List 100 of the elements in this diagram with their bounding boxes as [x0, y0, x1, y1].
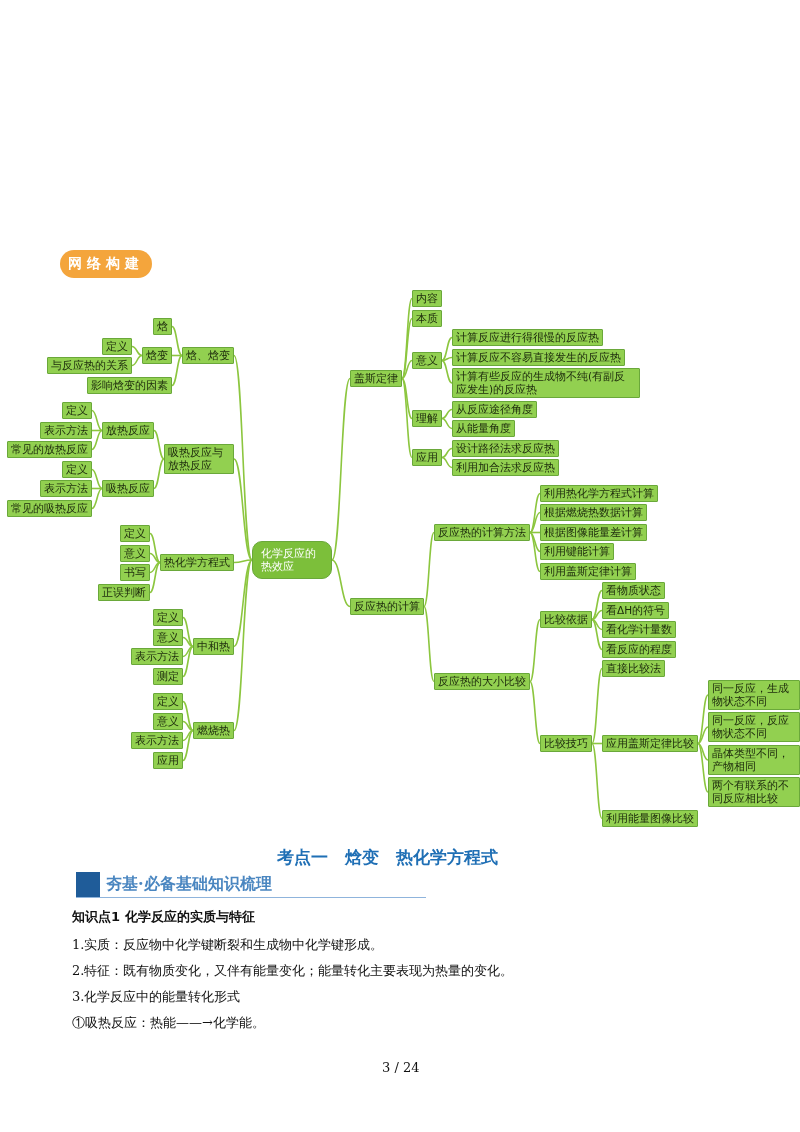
connector-line [182, 645, 194, 678]
topic-box: 正误判断 [98, 583, 150, 601]
section-title: 考点一 焓变 热化学方程式 [277, 846, 498, 869]
connector-line [149, 532, 161, 564]
connector-line [233, 559, 253, 648]
topic-box: 直接比较法 [602, 660, 665, 677]
connector-line [697, 726, 709, 745]
topic-box: 理解 [412, 410, 442, 428]
connector-line [697, 742, 709, 793]
page-number: 3 / 24 [382, 1060, 420, 1075]
connector-line [529, 618, 541, 683]
connector-line [529, 680, 541, 745]
connector-line [171, 354, 183, 387]
body-text: ①吸热反应：热能——→化学能。 [72, 1014, 265, 1032]
topic-box: 表示方法 [131, 732, 183, 749]
topic-box: 定义 [120, 525, 150, 542]
connector-line [91, 429, 103, 451]
connector-line [182, 616, 194, 648]
connector-line [171, 325, 183, 357]
connector-line [91, 409, 103, 432]
topic-box: 利用热化学方程式计算 [540, 484, 658, 502]
topic-box: 定义 [102, 337, 132, 355]
connector-line [401, 377, 413, 420]
connector-line [91, 468, 103, 490]
connector-line [423, 605, 435, 683]
connector-line [153, 429, 165, 460]
topic-box: 表示方法 [131, 648, 183, 665]
central-topic: 化学反应的热效应 [252, 541, 332, 579]
topic-box: 从反应途径角度 [452, 400, 537, 418]
connector-line [697, 742, 709, 761]
topic-box: 反应热的计算 [350, 598, 424, 616]
connector-line [591, 742, 603, 820]
topic-box: 常见的放热反应 [7, 441, 92, 458]
topic-box: 应用 [412, 449, 442, 467]
topic-box: 利用能量图像比较 [602, 809, 698, 827]
section-badge: 网络构建 [60, 250, 152, 278]
topic-box: 根据图像能量差计算 [540, 523, 647, 541]
topic-box: 焓、焓变 [182, 347, 234, 365]
subheading: 知识点1 化学反应的实质与特征 [72, 908, 255, 926]
topic-box: 定义 [62, 460, 92, 478]
connector-line [529, 511, 541, 534]
topic-box: 书写 [120, 564, 150, 581]
topic-box: 计算反应进行得很慢的反应热 [452, 329, 603, 346]
connector-line [441, 359, 453, 384]
topic-box: 看ΔH的符号 [602, 601, 670, 619]
topic-box: 吸热反应 [102, 480, 154, 497]
topic-box: 吸热反应与放热反应 [164, 444, 234, 475]
connector-line [233, 559, 253, 732]
topic-box: 意义 [412, 351, 442, 369]
topic-box: 两个有联系的不同反应相比较 [708, 777, 800, 807]
connector-line [529, 531, 541, 553]
topic-box: 看物质状态 [602, 582, 665, 599]
topic-box: 应用 [153, 751, 183, 769]
topic-box: 反应热的大小比较 [434, 673, 530, 690]
connector-line [423, 531, 435, 608]
topic-box: 计算反应不容易直接发生的反应热 [452, 348, 625, 366]
topic-box: 意义 [120, 544, 150, 562]
topic-box: 定义 [153, 693, 183, 710]
topic-box: 同一反应，生成物状态不同 [708, 679, 800, 710]
topic-box: 定义 [153, 609, 183, 626]
topic-box: 晶体类型不同，产物相同 [708, 744, 800, 775]
connector-line [401, 377, 413, 459]
topic-box: 影响焓变的因素 [87, 376, 172, 394]
topic-box: 焓变 [142, 347, 172, 365]
topic-box: 热化学方程式 [160, 554, 234, 572]
connector-line [529, 531, 541, 573]
connector-line [149, 561, 161, 594]
topic-box: 与反应热的关系 [47, 357, 132, 374]
connector-line [182, 729, 194, 762]
topic-box: 常见的吸热反应 [7, 499, 92, 517]
topic-box: 表示方法 [40, 421, 92, 439]
topic-box: 从能量角度 [452, 420, 515, 437]
topic-box: 中和热 [193, 638, 234, 656]
topic-box: 放热反应 [102, 421, 154, 439]
topic-box: 利用盖斯定律计算 [540, 562, 636, 580]
topic-box: 计算有些反应的生成物不纯(有副反应发生)的反应热 [452, 368, 640, 398]
connector-line [591, 667, 603, 745]
topic-box: 意义 [153, 628, 183, 646]
topic-box: 看化学计量数 [602, 621, 676, 638]
connector-line [591, 618, 603, 651]
topic-box: 根据燃烧热数据计算 [540, 504, 647, 521]
connector-line [153, 458, 165, 490]
topic-box: 燃烧热 [193, 722, 234, 740]
topic-box: 盖斯定律 [350, 369, 402, 387]
connector-line [233, 559, 253, 564]
connector-line [591, 589, 603, 621]
topic-box: 利用键能计算 [540, 543, 614, 560]
topic-box: 设计路径法求反应热 [452, 439, 559, 457]
topic-box: 定义 [62, 402, 92, 419]
topic-box: 反应热的计算方法 [434, 523, 530, 541]
topic-box: 同一反应，反应物状态不同 [708, 712, 800, 742]
connector-line [182, 700, 194, 732]
topic-box: 本质 [412, 309, 442, 327]
topic-box: 应用盖斯定律比较 [602, 734, 698, 752]
topic-box: 利用加合法求反应热 [452, 459, 559, 476]
body-text: 2.特征：既有物质变化，又伴有能量变化；能量转化主要表现为热量的变化。 [72, 962, 514, 980]
body-text: 3.化学反应中的能量转化形式 [72, 988, 241, 1006]
topic-box: 意义 [153, 712, 183, 730]
section-heading: 夯基·必备基础知识梳理 [76, 872, 426, 898]
connector-line [331, 559, 351, 608]
